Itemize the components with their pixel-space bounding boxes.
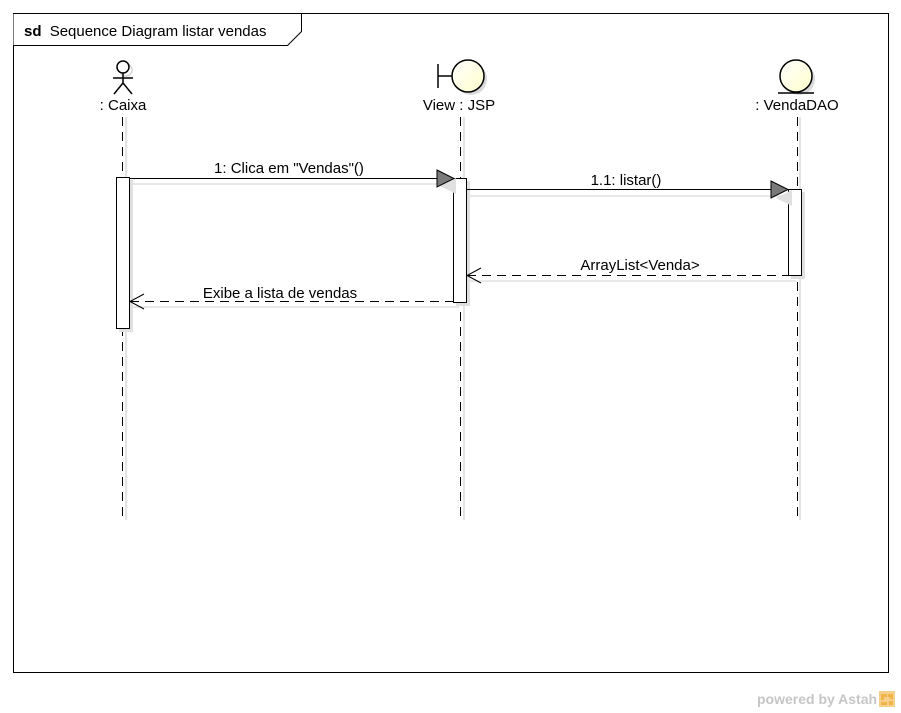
astah-logo-icon <box>879 691 896 707</box>
sync-arrowhead-icon <box>770 180 790 199</box>
frame-title-text: Sequence Diagram listar vendas <box>50 23 267 40</box>
diagram-frame <box>13 13 889 673</box>
lifeline-view-jsp[interactable]: View : JSP <box>423 59 495 520</box>
actor-icon <box>113 60 133 95</box>
message-1-1[interactable]: 1.1: listar() <box>466 172 792 206</box>
activation-vendadao <box>788 189 805 279</box>
sync-arrowhead-icon <box>436 169 456 188</box>
lifeline-vendadao[interactable]: : VendaDAO <box>755 59 839 520</box>
frame-title-tab <box>13 13 302 46</box>
message-1-label: 1: Clica em "Vendas"() <box>214 160 364 177</box>
watermark-text: powered by Astah <box>757 691 878 707</box>
lifeline-label-caixa: : Caixa <box>100 97 147 114</box>
message-reply-exibe-label: Exibe a lista de vendas <box>203 285 357 302</box>
frame-title: sd Sequence Diagram listar vendas <box>24 23 266 40</box>
message-1-1-label: 1.1: listar() <box>591 172 662 189</box>
activation-view-jsp <box>453 178 470 306</box>
lifeline-label-view-jsp: View : JSP <box>423 97 495 114</box>
lifeline-label-vendadao: : VendaDAO <box>755 97 838 114</box>
message-reply-arraylist-label: ArrayList<Venda> <box>580 257 699 274</box>
boundary-icon <box>437 59 487 95</box>
reply-arrowhead-icon <box>465 267 482 284</box>
frame-keyword: sd <box>24 23 42 40</box>
message-1[interactable]: 1: Clica em "Vendas"() <box>129 160 456 194</box>
astah-watermark: powered by Astah <box>757 691 896 707</box>
entity-icon <box>778 59 815 95</box>
activation-caixa <box>116 177 133 332</box>
message-reply-exibe[interactable]: Exibe a lista de vendas <box>128 285 459 310</box>
message-reply-arraylist[interactable]: ArrayList<Venda> <box>465 257 796 284</box>
reply-arrowhead-icon <box>128 293 145 310</box>
